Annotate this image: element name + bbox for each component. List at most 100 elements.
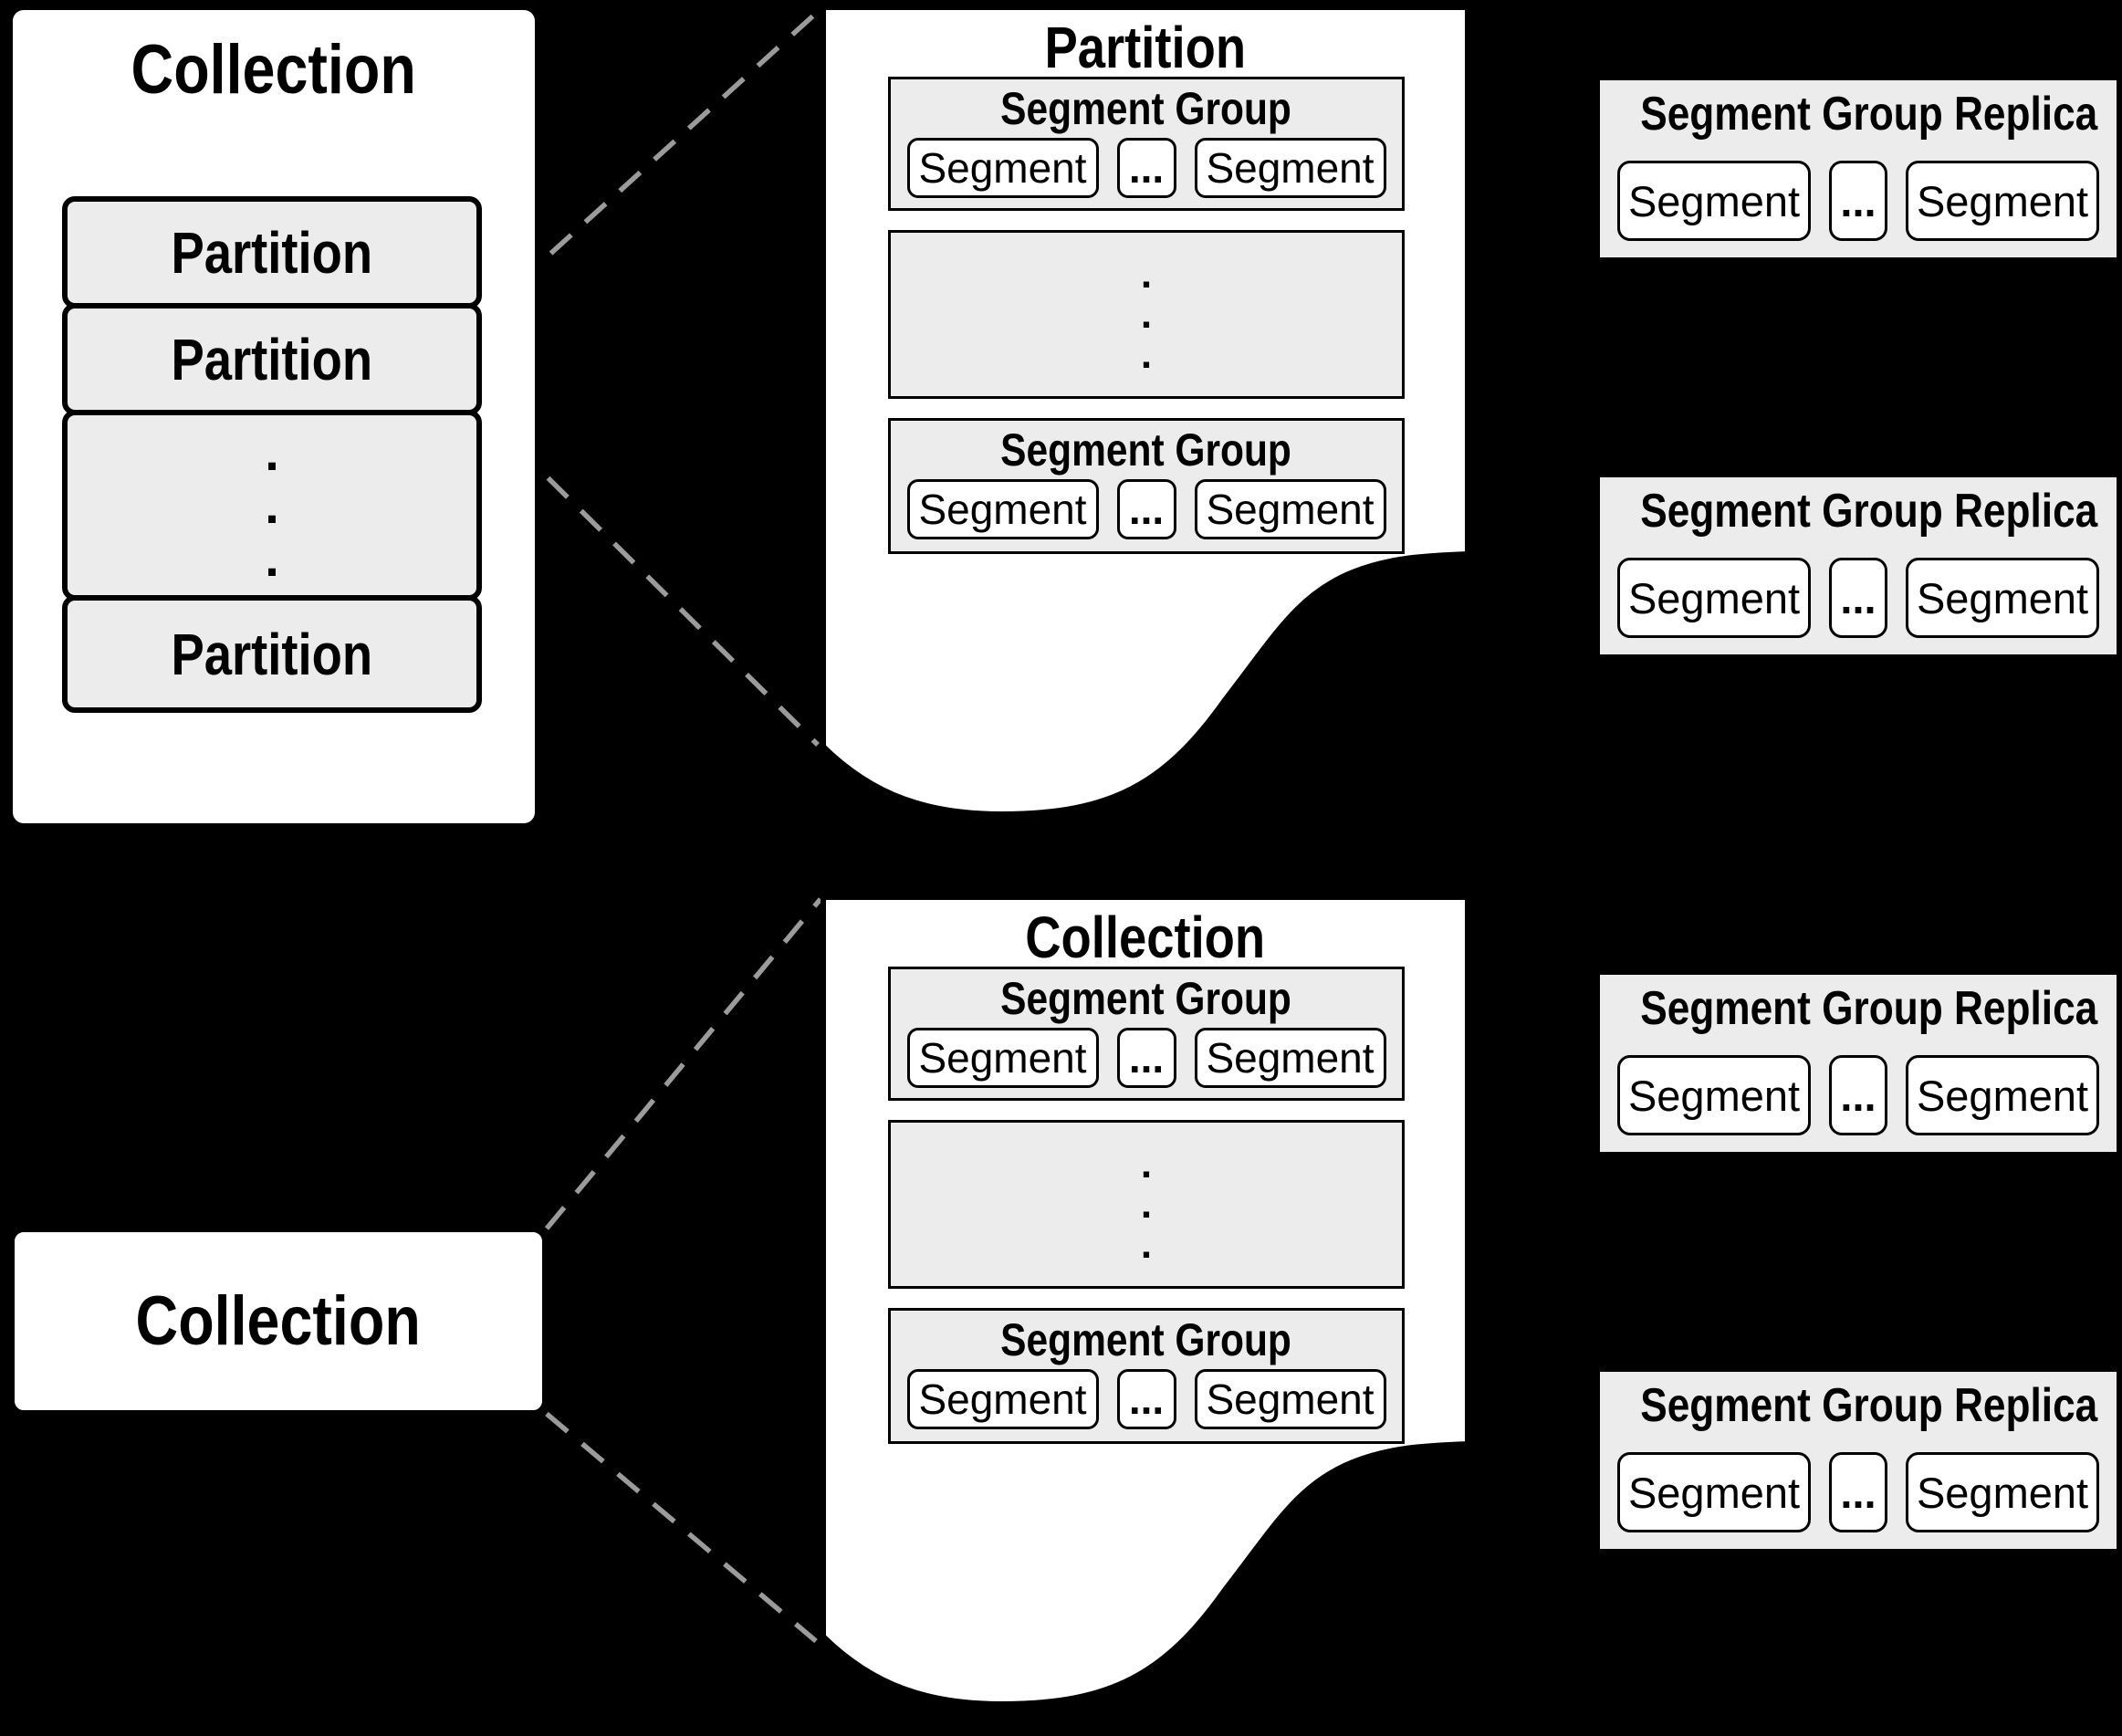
segment-box: Segment [1617,558,1811,638]
replica-title: Segment Group Replica [1600,1377,2117,1434]
vertical-ellipsis: . . . [265,423,279,587]
segment-label: Segment [1916,176,2089,225]
segment-group-box: Segment Group Segment ... Segment [888,1308,1405,1444]
segment-row: Segment ... Segment [1600,161,2117,241]
vertical-ellipsis: . . . [1140,1141,1153,1267]
segment-ellipsis-box: ... [1829,1055,1887,1135]
segment-label: Segment [918,486,1087,533]
segment-ellipsis: ... [1840,1468,1876,1517]
segment-label: Segment [1206,1034,1375,1082]
segment-group-replica: Segment Group Replica Segment ... Segmen… [1600,1372,2117,1549]
segment-row: Segment ... Segment [1600,1055,2117,1135]
segment-ellipsis: ... [1128,1375,1165,1423]
segment-box: Segment [1194,479,1386,539]
segment-ellipsis: ... [1128,144,1165,192]
segment-group-ellipsis-panel: . . . [888,1120,1405,1289]
segment-label: Segment [1916,573,2089,622]
segment-group-replica: Segment Group Replica Segment ... Segmen… [1600,80,2117,257]
segment-label: Segment [918,1034,1087,1082]
segment-row: Segment ... Segment [891,479,1402,539]
segment-ellipsis-box: ... [1116,479,1176,539]
segment-row: Segment ... Segment [891,1369,1402,1429]
collection-page-title: Collection [823,903,1468,972]
dashed-connector-partition-bottom [480,411,820,747]
segment-row: Segment ... Segment [891,138,1402,198]
segment-group-replica: Segment Group Replica Segment ... Segmen… [1600,477,2117,654]
partition-page-title: Partition [823,13,1468,82]
replica-title-text: Segment Group Replica [1640,485,2098,538]
collection-page-title-text: Collection [1025,905,1266,970]
segment-ellipsis-box: ... [1829,161,1887,241]
segment-group-title-text: Segment Group [1000,83,1292,134]
segment-label: Segment [1627,573,1801,622]
segment-group-title: Segment Group [891,81,1402,136]
segment-group-title-text: Segment Group [1000,973,1292,1024]
segment-label: Segment [1627,1468,1801,1517]
replica-title: Segment Group Replica [1600,980,2117,1037]
dashed-connector-partition-top [480,6,822,319]
vertical-ellipsis: . . . [1140,251,1153,377]
segment-label: Segment [1627,1071,1801,1120]
partition-page-title-text: Partition [1044,15,1247,80]
partition-box-1-label: Partition [171,219,373,286]
segment-group-box: Segment Group Segment ... Segment [888,967,1405,1101]
segment-group-title: Segment Group [891,971,1402,1026]
replica-title-text: Segment Group Replica [1640,88,2098,141]
segment-group-title: Segment Group [891,1312,1402,1367]
segment-row: Segment ... Segment [1600,558,2117,638]
segment-label: Segment [918,1375,1087,1423]
segment-ellipsis: ... [1128,486,1165,533]
segment-label: Segment [918,144,1087,192]
segment-group-title-text: Segment Group [1000,1314,1292,1365]
partition-box-2-label: Partition [171,326,373,392]
segment-group-replica: Segment Group Replica Segment ... Segmen… [1600,975,2117,1152]
segment-label: Segment [1206,1375,1375,1423]
segment-box: Segment [1194,1028,1386,1088]
partition-box-3-label: Partition [171,621,373,687]
segment-box: Segment [1617,1452,1811,1532]
segment-group-ellipsis-panel: . . . [888,230,1405,399]
collection-box-label: Collection [135,1282,422,1360]
replica-title: Segment Group Replica [1600,86,2117,142]
segment-group-box: Segment Group Segment ... Segment [888,418,1405,554]
segment-box: Segment [906,479,1099,539]
dashed-connector-collection-top [544,897,823,1230]
segment-box: Segment [906,138,1099,198]
partition-box-1: Partition [62,196,482,309]
segment-box: Segment [1906,1452,2099,1532]
collection-box: Collection [9,1227,548,1416]
segment-ellipsis-box: ... [1829,1452,1887,1532]
collection-container-title-text: Collection [131,31,417,109]
replica-title: Segment Group Replica [1600,483,2117,539]
segment-label: Segment [1206,486,1375,533]
segment-box: Segment [1906,1055,2099,1135]
segment-label: Segment [1916,1468,2089,1517]
segment-box: Segment [1617,1055,1811,1135]
segment-label: Segment [1916,1071,2089,1120]
segment-ellipsis-box: ... [1116,138,1176,198]
partition-ellipsis-box: . . . [62,410,482,601]
replica-title-text: Segment Group Replica [1640,1379,2098,1432]
segment-box: Segment [906,1028,1099,1088]
segment-row: Segment ... Segment [891,1028,1402,1088]
segment-box: Segment [1906,161,2099,241]
segment-group-title-text: Segment Group [1000,424,1292,476]
segment-group-box: Segment Group Segment ... Segment [888,77,1405,211]
segment-box: Segment [1194,1369,1386,1429]
collection-container: Collection Partition Partition . . . Par… [7,5,540,829]
segment-ellipsis: ... [1128,1034,1165,1082]
segment-row: Segment ... Segment [1600,1452,2117,1532]
segment-ellipsis-box: ... [1116,1028,1176,1088]
dashed-connector-collection-bottom [545,1411,818,1644]
segment-box: Segment [1906,558,2099,638]
segment-ellipsis: ... [1840,573,1876,622]
segment-ellipsis: ... [1840,1071,1876,1120]
segment-box: Segment [1617,161,1811,241]
segment-group-title: Segment Group [891,423,1402,477]
segment-box: Segment [906,1369,1099,1429]
segment-ellipsis-box: ... [1116,1369,1176,1429]
collection-container-title: Collection [13,32,535,109]
segment-box: Segment [1194,138,1386,198]
